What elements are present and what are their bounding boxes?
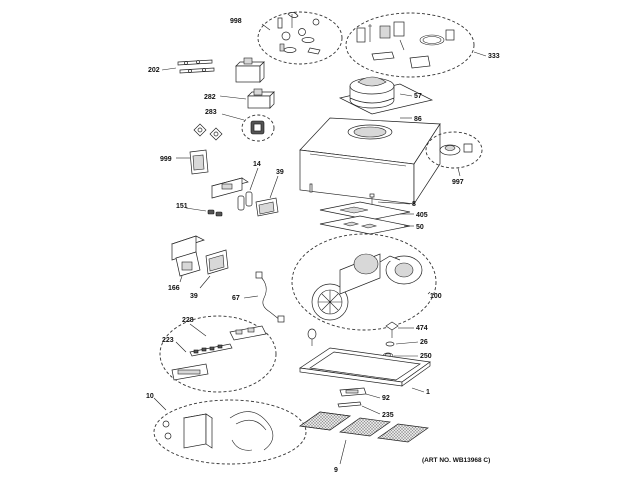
blower-assembly-100 xyxy=(291,233,437,331)
callout-57: 57 xyxy=(414,93,422,100)
hardware-kit-998 xyxy=(257,11,343,65)
callout-50: 50 xyxy=(416,224,424,231)
callout-8: 8 xyxy=(412,201,416,208)
bracket-474 xyxy=(385,321,399,338)
callout-999: 999 xyxy=(160,156,172,163)
lamp-housing xyxy=(211,177,249,199)
clips-151 xyxy=(207,209,223,217)
callout-405: 405 xyxy=(416,212,428,219)
lens-39-upper xyxy=(255,197,279,217)
junction-box xyxy=(235,57,265,83)
terminal-strip-202 xyxy=(177,59,215,74)
callout-1: 1 xyxy=(426,389,430,396)
screw xyxy=(309,183,313,193)
callout-10: 10 xyxy=(146,393,154,400)
callout-202: 202 xyxy=(148,67,160,74)
callout-39-upper: 39 xyxy=(276,169,284,176)
lamps-14 xyxy=(237,191,253,211)
plate-405 xyxy=(319,201,411,221)
callout-39-lower: 39 xyxy=(190,293,198,300)
wire-harness-67 xyxy=(255,271,285,323)
callout-26: 26 xyxy=(420,339,428,346)
bulb-small xyxy=(307,328,317,346)
gasket-50 xyxy=(319,215,411,235)
callout-998: 998 xyxy=(230,18,242,25)
bottom-pan-1 xyxy=(299,347,431,387)
part-92 xyxy=(339,387,367,397)
bracket-282 xyxy=(247,88,275,109)
control-box-166 xyxy=(171,235,205,277)
instruction-card-999 xyxy=(189,149,209,175)
callout-100: 100 xyxy=(430,293,442,300)
callout-283: 283 xyxy=(205,109,217,116)
callout-282: 282 xyxy=(204,94,216,101)
callout-14: 14 xyxy=(253,161,261,168)
callout-250: 250 xyxy=(420,353,432,360)
lens-39-lower xyxy=(205,249,229,275)
callout-235: 235 xyxy=(382,412,394,419)
grease-filters-9 xyxy=(299,411,429,443)
hardware-kit-333 xyxy=(345,12,475,78)
callout-474: 474 xyxy=(416,325,428,332)
control-group-228-223 xyxy=(159,315,277,393)
knob-26 xyxy=(385,341,395,347)
callout-92: 92 xyxy=(382,395,390,402)
duct-damper-57 xyxy=(338,76,434,115)
grommet-997 xyxy=(425,131,483,169)
callout-228: 228 xyxy=(182,317,194,324)
part-235 xyxy=(337,401,362,408)
callout-86: 86 xyxy=(414,116,422,123)
lamp-sockets xyxy=(193,123,223,141)
motor-kit-10 xyxy=(153,399,307,465)
callout-333: 333 xyxy=(488,53,500,60)
callout-223: 223 xyxy=(162,337,174,344)
callout-151: 151 xyxy=(176,203,188,210)
callout-166: 166 xyxy=(168,285,180,292)
hood-body-86 xyxy=(299,117,441,206)
switch-group-283 xyxy=(241,114,275,142)
callout-9: 9 xyxy=(334,467,338,474)
callout-67: 67 xyxy=(232,295,240,302)
callout-997: 997 xyxy=(452,179,464,186)
art-number: (ART NO. WB13968 C) xyxy=(422,457,490,464)
